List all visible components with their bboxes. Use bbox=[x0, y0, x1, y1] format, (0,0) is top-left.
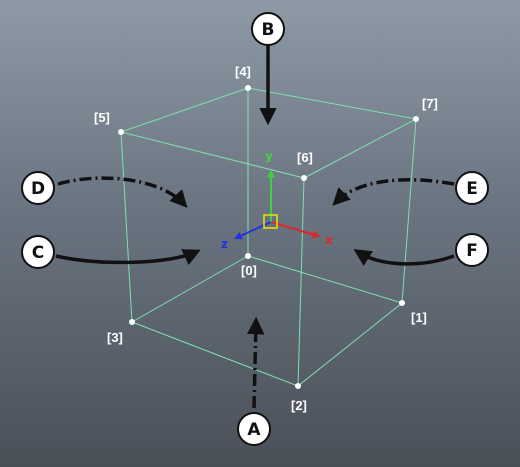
vertex-point bbox=[399, 300, 405, 306]
vertex-label: [5] bbox=[94, 110, 110, 125]
arrow-A bbox=[246, 316, 265, 409]
cube-vertices: [0] [1] [2] [3] [4] [5] [6] [7] bbox=[94, 64, 438, 413]
svg-text:E: E bbox=[466, 179, 478, 199]
z-axis-label: z bbox=[221, 237, 228, 251]
view-badge-D: D bbox=[21, 171, 55, 205]
pivot-square bbox=[263, 214, 278, 229]
cube-edge bbox=[303, 118, 417, 179]
cube-edge bbox=[131, 255, 249, 323]
cube-edges bbox=[120, 87, 417, 387]
vertex-label: [1] bbox=[411, 310, 427, 325]
vertex-point bbox=[295, 383, 301, 389]
y-axis-label: y bbox=[265, 149, 273, 163]
vertex-label: [7] bbox=[422, 96, 438, 111]
view-badge-B: B bbox=[251, 12, 285, 46]
view-badge-E: E bbox=[455, 171, 489, 205]
x-axis-label: x bbox=[325, 233, 333, 247]
arrow-E bbox=[332, 178, 455, 206]
svg-text:A: A bbox=[247, 420, 261, 440]
svg-text:F: F bbox=[466, 241, 478, 261]
view-badge-C: C bbox=[21, 235, 55, 269]
vertex-point bbox=[245, 85, 251, 91]
svg-text:C: C bbox=[32, 243, 44, 263]
arrow-C bbox=[55, 249, 201, 266]
cube-edge bbox=[401, 118, 417, 304]
cube-edge bbox=[120, 87, 249, 133]
cube-edge bbox=[247, 255, 403, 304]
vertex-point bbox=[118, 129, 124, 135]
arrow-D bbox=[57, 176, 188, 208]
cube-edge bbox=[247, 87, 417, 120]
view-arrows bbox=[55, 44, 455, 409]
view-badges: A B C D E F bbox=[21, 12, 489, 446]
view-badge-F: F bbox=[455, 233, 489, 267]
arrow-F bbox=[353, 249, 455, 266]
view-badge-A: A bbox=[237, 412, 271, 446]
vertex-label: [2] bbox=[291, 398, 307, 413]
vertex-label: [3] bbox=[107, 330, 123, 345]
cube-edge bbox=[131, 321, 299, 387]
vertex-point bbox=[413, 116, 419, 122]
axis-gizmo: x y z bbox=[221, 149, 333, 251]
cube-edge bbox=[297, 177, 305, 387]
svg-text:B: B bbox=[262, 20, 275, 40]
vertex-label: [6] bbox=[297, 150, 313, 165]
svg-text:D: D bbox=[31, 179, 45, 199]
x-axis-line bbox=[270, 221, 321, 239]
vertex-label: [4] bbox=[235, 64, 251, 79]
z-axis-line bbox=[233, 221, 272, 240]
vertex-point bbox=[301, 175, 307, 181]
cube-edge bbox=[297, 302, 403, 387]
cube-edge bbox=[120, 131, 305, 179]
cube-edge bbox=[120, 131, 133, 323]
vertex-point bbox=[129, 319, 135, 325]
vertex-label: [0] bbox=[241, 263, 257, 278]
vertex-point bbox=[245, 253, 251, 259]
